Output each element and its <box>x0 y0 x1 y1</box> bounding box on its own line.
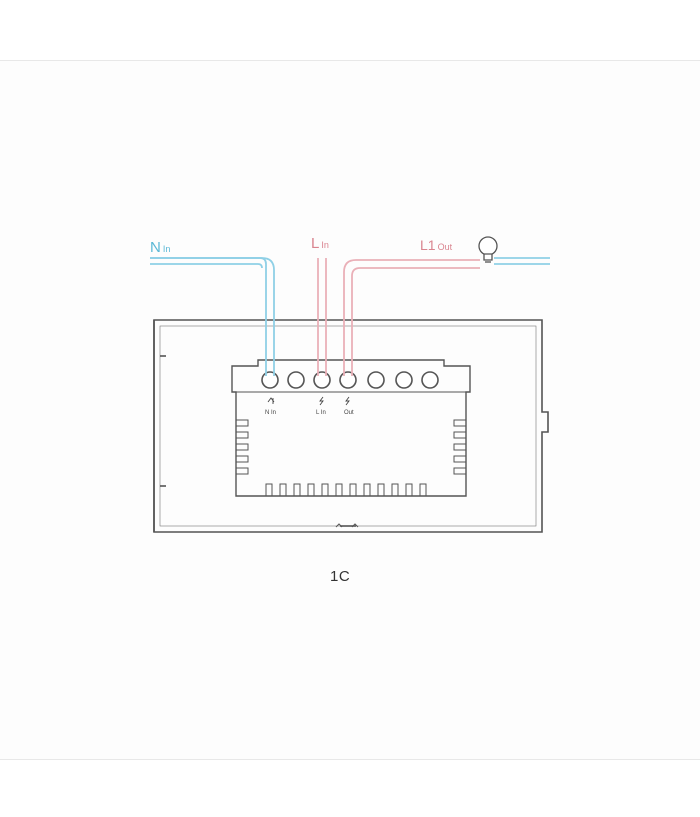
lightning-icon <box>345 396 350 406</box>
neutral-symbol-icon <box>267 397 275 404</box>
load-label-sub: Out <box>437 242 453 252</box>
bulb-neutral-wire <box>494 257 550 265</box>
terminal-label-live: L In <box>316 410 326 416</box>
screw-live-in <box>313 371 331 389</box>
live-in-wire <box>317 258 327 376</box>
diagram-panel <box>0 60 700 760</box>
screw-6 <box>395 371 413 389</box>
terminal-screws <box>261 371 439 389</box>
neutral-label-sub: In <box>162 244 171 254</box>
switch-plate <box>153 319 549 533</box>
screw-output <box>339 371 357 389</box>
terminal-symbols <box>267 396 350 406</box>
diagram-caption: 1C <box>330 568 351 585</box>
lightning-icon <box>319 396 324 406</box>
terminal-label-output: Out <box>344 410 354 416</box>
terminal-block <box>231 359 471 497</box>
screw-5 <box>367 371 385 389</box>
neutral-label-main: N <box>150 239 161 256</box>
terminal-label-neutral: N In <box>265 410 277 416</box>
screw-7 <box>421 371 439 389</box>
light-bulb-icon <box>478 236 498 263</box>
neutral-wire <box>150 257 275 376</box>
load-label-main: L1 <box>420 237 436 253</box>
screw-2 <box>287 371 305 389</box>
screw-neutral <box>261 371 279 389</box>
live-in-label-main: L <box>311 235 320 252</box>
load-wire <box>343 259 480 376</box>
live-in-label-sub: In <box>321 240 329 250</box>
